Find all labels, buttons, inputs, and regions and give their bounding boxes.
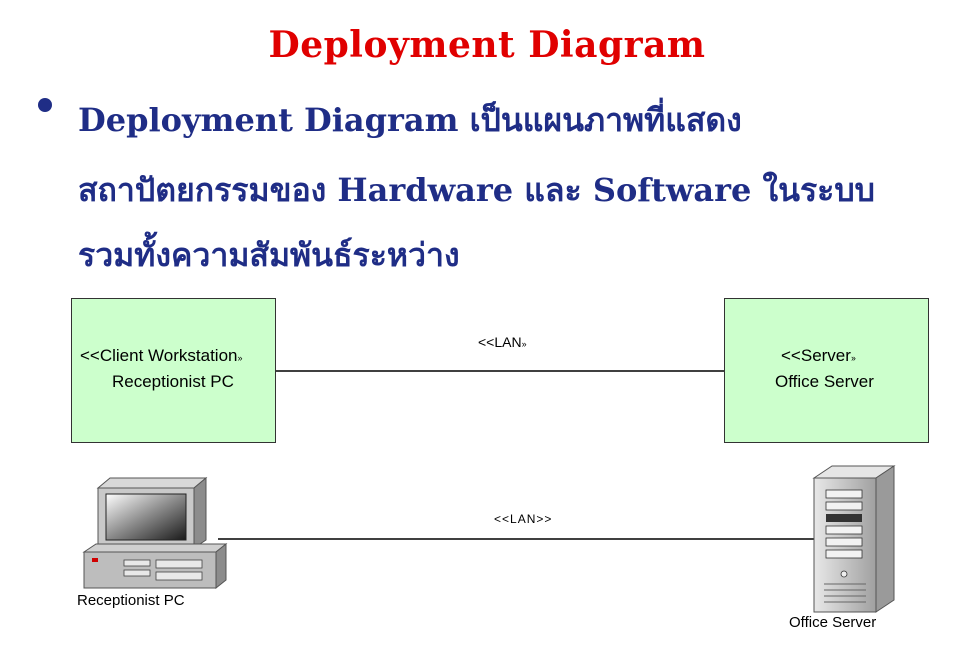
bullet-icon [38,98,52,112]
client-node-name: Receptionist PC [112,372,234,391]
client-workstation-node [71,298,276,443]
pc-label: Receptionist PC [77,592,185,609]
paragraph-line-3: รวมทั้งความสัมพันธ์ระหว่าง [78,236,460,274]
logical-link-label: <<LAN›› [478,334,527,350]
client-node-stereotype: <<Client Workstation›› [80,346,242,365]
paragraph-line-1: Deployment Diagram เป็นแผนภาพที่แสดง [78,101,742,139]
paragraph-line-2: สถาปัตยกรรมของ Hardware และ Software ในร… [78,171,875,209]
slide-title: Deployment Diagram [268,24,706,66]
server-node [724,298,929,443]
server-node-name: Office Server [775,372,874,391]
server-label: Office Server [789,614,877,631]
server-tower-icon [814,466,894,612]
server-node-stereotype: <<Server›› [781,346,856,365]
physical-link-label: <<LAN>> [494,512,553,526]
